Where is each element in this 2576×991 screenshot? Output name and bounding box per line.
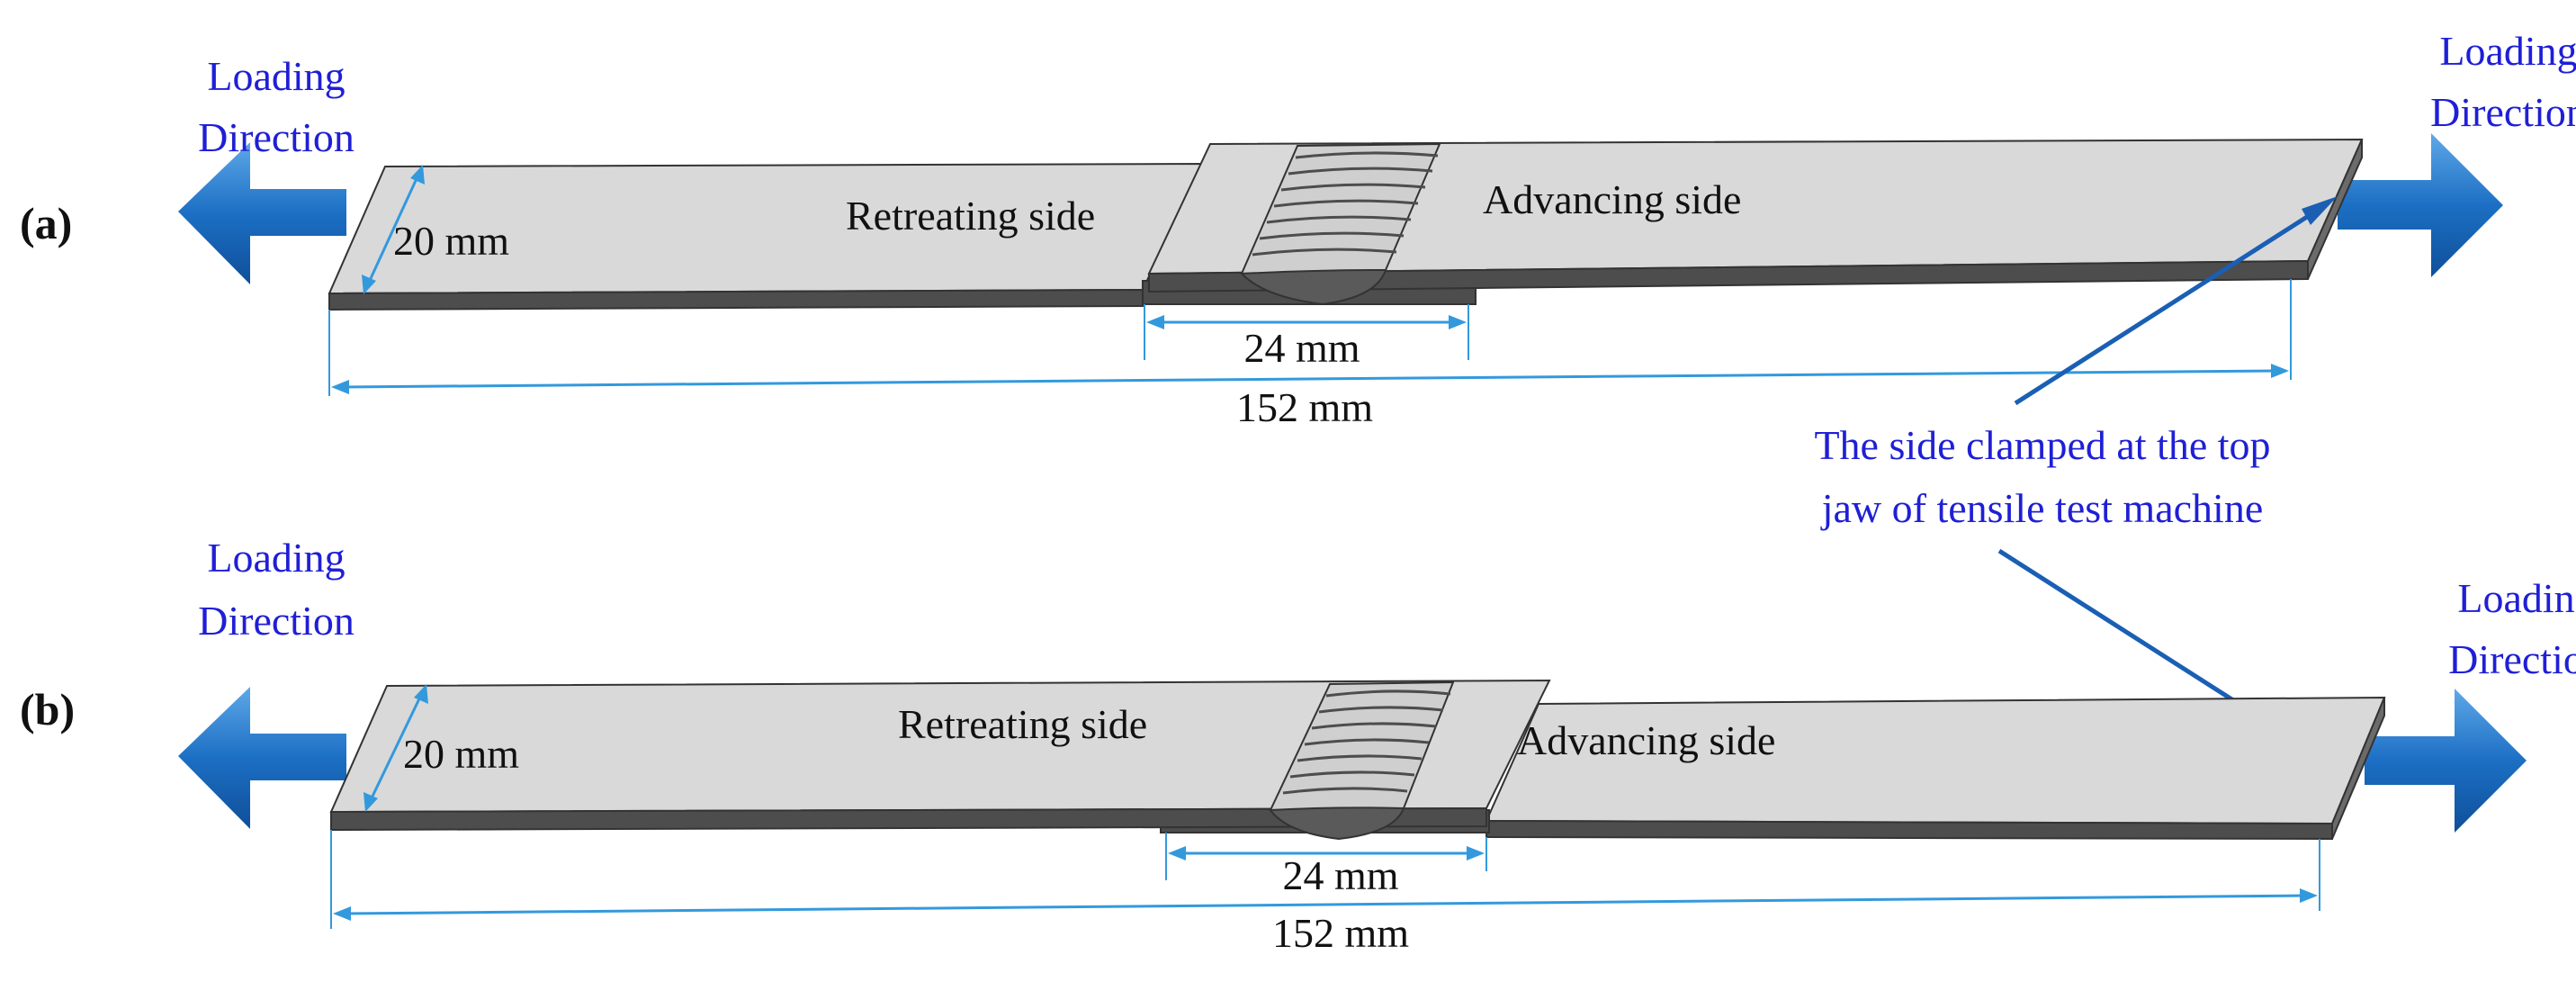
advancing-plate-end: [2331, 697, 2385, 840]
panel-b-label: (b): [20, 684, 75, 734]
length-dimension-label: 152 mm: [1272, 910, 1409, 956]
weld-nugget: [1239, 268, 1387, 306]
panel-b: (b) Loading Direction Loading Direction: [20, 535, 2576, 956]
overlap-dimension-label: 24 mm: [1282, 852, 1398, 898]
overlap-dimension-label: 24 mm: [1243, 325, 1360, 371]
weld-nugget: [1269, 806, 1405, 841]
retreating-side-label: Retreating side: [898, 701, 1147, 747]
loading-direction-left-line1: Loading: [207, 535, 345, 581]
loading-direction-right-line2: Direction: [2448, 636, 2576, 682]
loading-direction-right-line1: Loading: [2439, 28, 2576, 74]
panel-a: (a) Loading Direction Loading Direction: [20, 28, 2576, 430]
loading-arrow-left-icon: [178, 687, 346, 829]
callout-line2: jaw of tensile test machine: [1820, 485, 2264, 531]
loading-arrow-left-icon: [178, 142, 346, 284]
loading-direction-left-line1: Loading: [207, 53, 345, 99]
loading-direction-right-line2: Direction: [2430, 89, 2576, 135]
loading-arrow-right-icon: [2338, 133, 2503, 277]
advancing-plate-end: [2307, 139, 2363, 280]
callout-line1: The side clamped at the top: [1814, 422, 2270, 468]
retreating-side-label: Retreating side: [846, 193, 1095, 239]
width-dimension-label: 20 mm: [403, 731, 519, 777]
loading-direction-left-line2: Direction: [198, 114, 355, 160]
weld-ripples: [1282, 689, 1451, 795]
retreating-plate-edge: [330, 806, 1487, 832]
width-dimension-label: 20 mm: [393, 218, 509, 264]
loading-direction-left-line2: Direction: [198, 598, 355, 644]
length-dimension-label: 152 mm: [1236, 384, 1373, 430]
advancing-plate-edge: [1485, 819, 2333, 841]
callout-arrow-up-icon: [2302, 196, 2338, 225]
retreating-plate-edge: [328, 288, 1144, 311]
weld-ripples: [1252, 151, 1439, 257]
loading-direction-right-line1: Loading: [2457, 575, 2576, 621]
loading-arrow-right-icon: [2365, 689, 2527, 833]
advancing-side-label: Advancing side: [1483, 176, 1741, 222]
panel-a-label: (a): [20, 198, 72, 248]
advancing-side-label: Advancing side: [1517, 717, 1775, 763]
clamped-side-callout: The side clamped at the top jaw of tensi…: [1814, 196, 2357, 779]
